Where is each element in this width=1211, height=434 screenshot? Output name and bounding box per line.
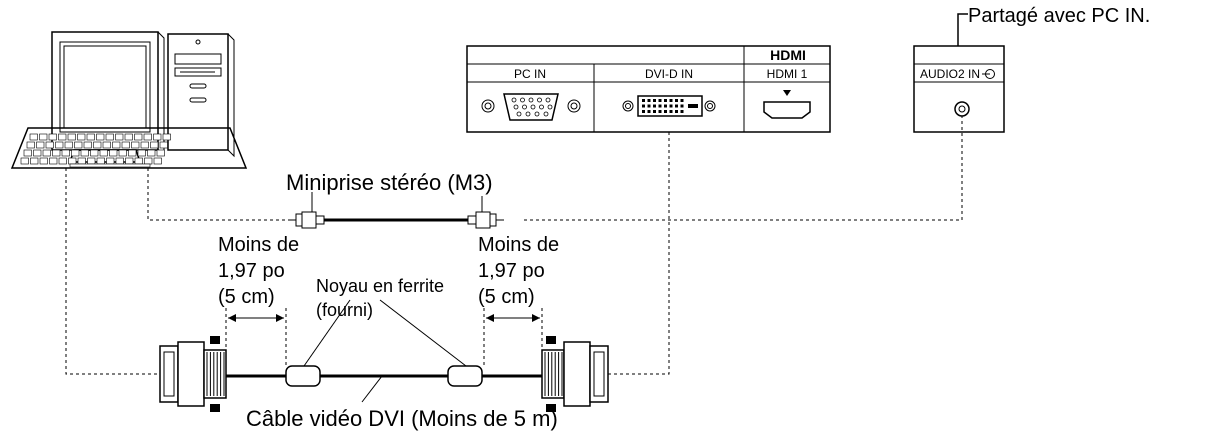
distance-left-line3: (5 cm) <box>218 286 275 308</box>
ferrite-label-line2: (fourni) <box>316 300 373 320</box>
dvi-port-icon <box>622 95 716 117</box>
audio-jack-icon <box>954 101 970 117</box>
dvi-connector-left <box>159 336 227 412</box>
hdmi-port-icon <box>763 90 811 119</box>
distance-right-line1: Moins de <box>478 234 559 256</box>
dvi-cable-label: Câble vidéo DVI (Moins de 5 m) <box>246 406 558 431</box>
ferrite-core-icon <box>285 365 483 387</box>
dvi-in-label: DVI-D IN <box>645 67 693 81</box>
distance-right-line2: 1,97 po <box>478 260 545 282</box>
distance-right-line3: (5 cm) <box>478 286 535 308</box>
mini-plug-icon <box>288 192 504 229</box>
distance-left-line1: Moins de <box>218 234 299 256</box>
hdmi-logo: HDMI <box>770 47 806 63</box>
connector-panel: HDMI PC IN DVI-D IN HDMI 1 AUDIO2 IN <box>466 13 1005 133</box>
distance-left-line2: 1,97 po <box>218 260 285 282</box>
audio2-label: AUDIO2 IN <box>920 67 980 81</box>
hdmi1-label: HDMI 1 <box>767 67 808 81</box>
audio-in-symbol-icon <box>982 69 995 79</box>
shared-note: Partagé avec PC IN. <box>968 5 1150 27</box>
computer-icon <box>10 31 248 169</box>
distance-marker-left <box>225 308 287 366</box>
dvi-connector-right <box>541 336 609 412</box>
miniplug-label: Miniprise stéréo (M3) <box>286 170 493 195</box>
distance-marker-right <box>483 308 543 366</box>
vga-port-icon <box>481 93 581 121</box>
ferrite-label-line1: Noyau en ferrite <box>316 276 444 296</box>
pc-in-label: PC IN <box>514 67 546 81</box>
